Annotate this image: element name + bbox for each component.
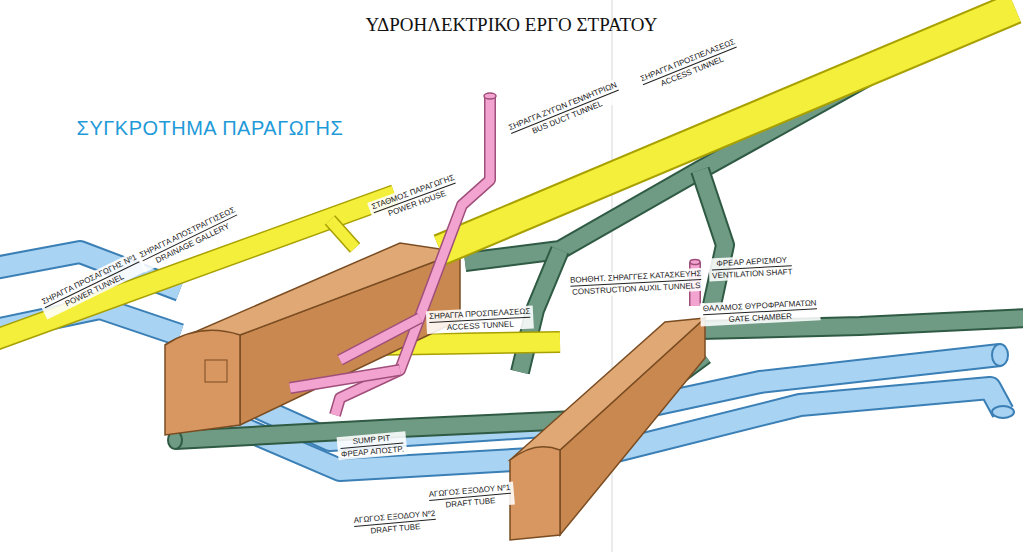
- bus-duct: [290, 370, 400, 388]
- bus-duct: [335, 95, 490, 415]
- callout-label: ΣΗΡΑΓΓΑ ΠΡΟΣΑΓΩΓΗΣ Nº1POWER TUNNEL: [37, 250, 147, 319]
- callout-label: ΦΡΕΑΡ ΑΕΡΙΣΜΟΥVENTILATION SHAFT: [708, 254, 795, 282]
- tube-end: [992, 344, 1008, 366]
- callout-label: ΣΗΡΑΓΓΑ ΠΡΟΣΠΕΛΑΣΕΩΣACCESS TUNNEL: [636, 35, 744, 97]
- label-text: ACCESS TUNNEL: [430, 319, 532, 333]
- drainage-link: [330, 220, 355, 248]
- tube-end: [690, 260, 700, 265]
- callout-label: ΣΗΡΑΓΓΑ ΠΡΟΣΠΕΛΑΣΕΩΣACCESS TUNNEL: [426, 306, 534, 335]
- drainage-link: [330, 220, 355, 248]
- label-text: ΣΥΓΚΡΟΤΗΜΑ ΠΑΡΑΓΩΓΗΣ: [77, 117, 344, 140]
- gate-chamber: [510, 318, 705, 460]
- bus-duct: [340, 318, 420, 360]
- callout-label: ΘΑΛΑΜΟΣ ΘΥΡΟΦΡΑΓΜΑΤΩΝGATE CHAMBER: [700, 297, 821, 327]
- tube-end: [484, 93, 496, 99]
- gate-chamber: [510, 447, 560, 540]
- page-title: ΥΔΡΟΗΛΕΚΤΡΙΚΟ ΕΡΓΟ ΣΤΡΑΤΟΥ: [0, 14, 1023, 36]
- callout-label: ΑΓΩΓΟΣ ΕΞΟΔΟΥ Nº2DRAFT TUBE: [350, 508, 440, 539]
- callout-label: SUMP PITΦΡΕΑΡ ΑΠΟΣΤΡ.: [337, 431, 408, 460]
- access-tunnel-yellow: [440, 8, 1015, 250]
- bus-duct: [290, 370, 400, 388]
- bus-duct: [340, 318, 420, 360]
- section-heading: ΣΥΓΚΡΟΤΗΜΑ ΠΑΡΑΓΩΓΗΣ: [74, 116, 347, 141]
- callout-label: ΒΟΗΘΗΤ. ΣΗΡΑΓΓΕΣ ΚΑΤΑΣΚΕΥΗΣCONSTRUCTION …: [567, 268, 705, 299]
- tube-end: [992, 406, 1014, 418]
- callout-label: ΣΤΑΘΜΟΣ ΠΑΡΑΓΩΓΗΣPOWER HOUSE: [367, 171, 463, 225]
- label-text: ΦΡΕΑΡ ΑΠΟΣΤΡ.: [341, 445, 405, 460]
- callout-label: ΣΗΡΑΓΓΑ ΖΥΓΩΝ ΓΕΝΝΗΤΡΙΩΝBUS DUCT TUNNEL: [504, 78, 626, 145]
- power-house-detail: [205, 360, 227, 382]
- power-house: [165, 330, 240, 435]
- bus-duct: [335, 95, 490, 415]
- label-text: VENTILATION SHAFT: [712, 267, 793, 280]
- callout-label: ΑΓΩΓΟΣ ΕΞΟΔΟΥ Nº1DRAFT TUBE: [425, 482, 515, 513]
- access-tunnel-yellow: [440, 8, 1015, 250]
- callout-label: ΣΗΡΑΓΓΑ ΑΠΟΣΤΡΑΓΓΙΣΕΩΣDRAINAGE GALLERY: [135, 203, 245, 273]
